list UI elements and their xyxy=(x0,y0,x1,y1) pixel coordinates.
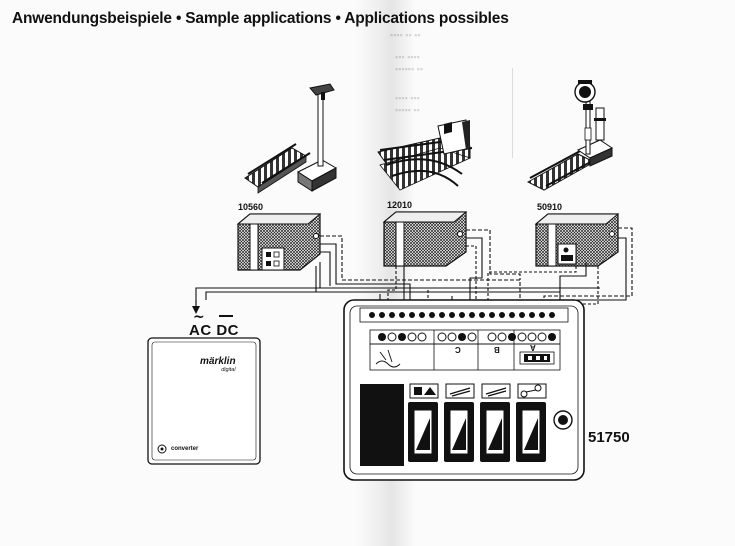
decoder-box-12010 xyxy=(382,211,468,267)
page-title: Anwendungsbeispiele • Sample application… xyxy=(12,10,509,27)
key-icons xyxy=(409,383,547,399)
bleed-through-text: ▪▪▪▪ ▪▪▪ xyxy=(395,93,420,103)
decoder-box-10560 xyxy=(236,213,322,271)
cell-grid xyxy=(369,330,561,371)
signal-part-number: 50910 xyxy=(537,202,563,212)
socket-row xyxy=(378,332,556,342)
uncoupler-track-illustration xyxy=(244,83,338,194)
track-symbol-label xyxy=(519,351,555,365)
signal-track-illustration xyxy=(526,80,614,191)
converter-unit xyxy=(147,337,261,465)
bleed-through-text: ▪▪▪ ▪▪▪▪ xyxy=(395,52,420,62)
bleed-through-text: ▪▪▪▪▪▪ ▪▪ xyxy=(395,64,424,74)
keyboard-unit xyxy=(343,299,585,481)
power-output-label: AC DC xyxy=(189,322,239,339)
converter-label: converter xyxy=(171,446,199,452)
cell-label-b: B xyxy=(494,345,500,354)
decoder-box-50910 xyxy=(534,213,620,267)
bleed-through-rule xyxy=(512,68,513,158)
converter-brand-logo: märklin digital xyxy=(200,356,236,374)
ac-tilde-icon: ~ xyxy=(193,309,205,325)
bleed-through-text: ▪▪▪▪ ▪▪ ▪▪ xyxy=(390,30,421,40)
key-switches xyxy=(408,402,546,462)
cell-label-a: A xyxy=(530,343,536,352)
turnout-track-illustration xyxy=(377,119,473,191)
black-panel xyxy=(360,384,404,466)
stop-knob xyxy=(553,410,573,430)
bleed-through-text: ▪▪▪▪▪ ▪▪ xyxy=(395,105,420,115)
keyboard-part-number: 51750 xyxy=(588,429,630,446)
dc-line-icon xyxy=(219,315,233,323)
terminal-row xyxy=(369,312,555,318)
cell-label-c: C xyxy=(455,345,461,354)
turnout-part-number: 12010 xyxy=(387,200,413,210)
uncoupler-part-number: 10560 xyxy=(238,202,264,212)
